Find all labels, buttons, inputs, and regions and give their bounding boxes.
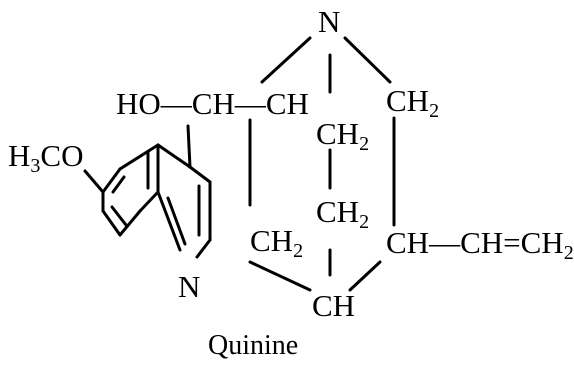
double-bond-inner xyxy=(110,205,128,227)
bond xyxy=(101,167,122,194)
atom-vinyl-chain: CH—CH=CH2 xyxy=(386,225,574,264)
atom-ch-bottom: CH xyxy=(312,288,356,323)
bond xyxy=(188,165,212,184)
molecule-name-caption: Quinine xyxy=(208,330,299,361)
atom-methoxy: H3CO xyxy=(8,138,84,177)
bond xyxy=(343,36,392,84)
bond xyxy=(348,260,382,292)
bond xyxy=(186,124,192,169)
atom-ch2-top-right: CH2 xyxy=(386,83,440,122)
bond xyxy=(138,190,160,213)
atom-ch2-center-lower: CH2 xyxy=(316,194,370,233)
double-bond-inner xyxy=(166,196,187,246)
atom-ch2-center-upper: CH2 xyxy=(316,116,370,155)
bond xyxy=(156,143,192,169)
atom-n-quinoline: N xyxy=(178,269,201,304)
double-bond-inner xyxy=(111,175,126,194)
atom-hydroxy-chain: HO—CH—CH xyxy=(116,86,309,121)
bond xyxy=(118,143,160,171)
bond xyxy=(101,209,122,237)
bond xyxy=(156,190,182,252)
bond xyxy=(118,209,142,237)
atom-ch2-left-lower: CH2 xyxy=(250,223,304,262)
atom-n-bridge: N xyxy=(318,4,341,39)
bond xyxy=(195,238,212,259)
bond xyxy=(83,169,105,194)
bond xyxy=(248,260,312,292)
bond xyxy=(260,36,312,84)
